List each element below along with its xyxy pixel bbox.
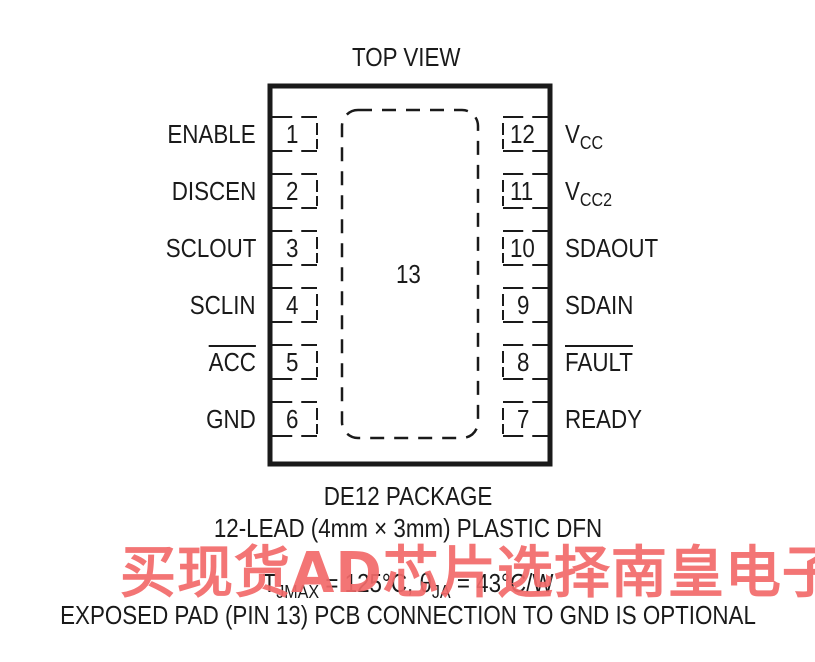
pin-label-sdaout: SDAOUT: [565, 233, 659, 263]
pin-label-vcc2: VCC2: [565, 176, 613, 210]
pin-number-5: 5: [286, 347, 299, 377]
pin-label-fault: FAULT: [565, 347, 633, 377]
pin-number-6: 6: [286, 404, 299, 434]
pin-number-3: 3: [286, 233, 299, 263]
pin-label-sclout: SCLOUT: [165, 233, 256, 263]
pin-number-1: 1: [286, 119, 299, 149]
thermal-t: T: [262, 568, 276, 598]
package-name: DE12 PACKAGE: [323, 481, 492, 511]
pin-number-11: 11: [510, 176, 534, 206]
pin-label-acc: ACC: [208, 347, 256, 377]
pin-label-subscript: CC: [579, 131, 604, 153]
pin-label-enable: ENABLE: [167, 119, 256, 149]
pin-number-7: 7: [517, 404, 530, 434]
pin-label-vcc: VCC: [565, 119, 604, 153]
pin-number-10: 10: [510, 233, 535, 263]
package-lead-description: 12-LEAD (4mm × 3mm) PLASTIC DFN: [213, 513, 602, 543]
thermal-spec: TJMAX = 125°C, θJA = 43°C/W: [262, 570, 553, 602]
exposed-pad-number: 13: [396, 259, 421, 289]
pin-label-discen: DISCEN: [171, 176, 256, 206]
pin-label-sdain: SDAIN: [565, 290, 634, 320]
thermal-t-sub: JMAX: [275, 580, 319, 602]
left-pin-pads: [272, 116, 318, 437]
pin-label-sclin: SCLIN: [190, 290, 256, 320]
pin-number-9: 9: [517, 290, 530, 320]
pin-number-8: 8: [517, 347, 530, 377]
pin-label-subscript: CC2: [579, 188, 613, 210]
pin-label-gnd: GND: [206, 404, 256, 434]
pin-number-4: 4: [286, 290, 299, 320]
thermal-t-value: = 125°C, θ: [318, 568, 432, 598]
pin-number-12: 12: [510, 119, 535, 149]
view-title: TOP VIEW: [352, 42, 461, 72]
watermark: 买现货AD芯片选择南皇电子: [120, 541, 815, 606]
pin-label-ready: READY: [565, 404, 643, 434]
thermal-theta-value: = 43°C/W: [450, 568, 553, 598]
pin-number-2: 2: [286, 176, 299, 206]
right-pin-pads: [502, 116, 548, 437]
thermal-theta-sub: JA: [431, 580, 451, 602]
exposed-pad-note: EXPOSED PAD (PIN 13) PCB CONNECTION TO G…: [59, 600, 756, 630]
